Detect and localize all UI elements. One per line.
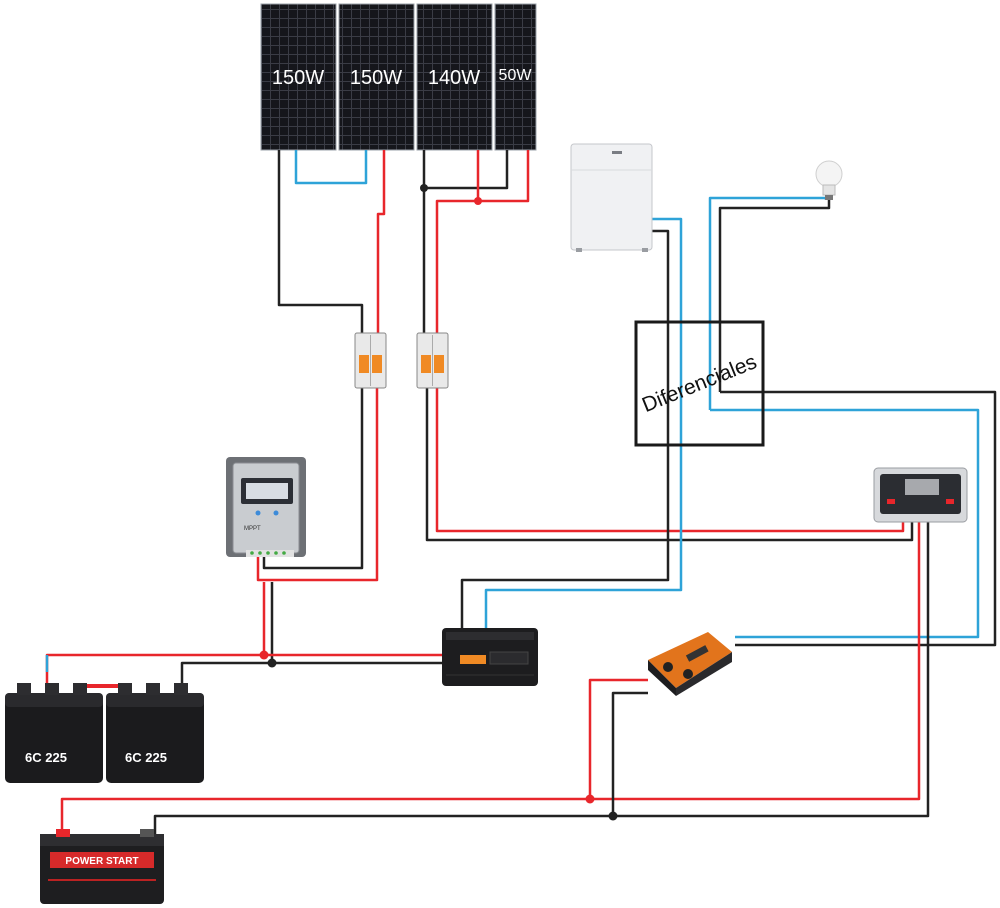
starter-battery: POWER START: [40, 829, 164, 904]
starter-battery-label: POWER START: [65, 856, 138, 867]
panel-4-label: 50W: [499, 67, 533, 84]
differentials-box: Diferenciales: [634, 320, 765, 447]
fridge-live-wire: [652, 217, 683, 322]
starter-to-inverter2-negative: [611, 691, 648, 816]
junction-battery-negative: [267, 658, 277, 668]
panel-3-4-positive-down: [435, 199, 478, 335]
battery-bank-2: 6C 225: [106, 683, 204, 783]
panel-1-2-series-wire: [294, 150, 368, 185]
junction-panel-negative: [420, 184, 428, 192]
battery-1-label: 6C 225: [25, 750, 67, 765]
pwm-to-starter-positive: [60, 522, 921, 835]
mppt-to-battery-negative: [180, 582, 274, 690]
fridge-neutral-wire: [652, 229, 670, 322]
differentials-label: Diferenciales: [639, 350, 760, 417]
starter-to-inverter2-positive: [588, 678, 648, 799]
solar-panel-2: 150W: [338, 3, 415, 151]
panel-1-label: 150W: [272, 67, 324, 89]
panel-3-label: 140W: [428, 67, 480, 89]
junction-starter-negative: [608, 811, 618, 821]
solar-panel-4: 50W: [494, 3, 537, 151]
dc-breaker-2: [416, 332, 449, 389]
panel-3-negative-wire: [422, 150, 509, 190]
inverter1-ac-neutral: [460, 322, 670, 628]
panel-2-positive-wire: [376, 150, 386, 335]
breaker2-to-pwm-negative: [425, 388, 914, 542]
dc-breaker-1: [354, 332, 387, 389]
diff-to-inverter2-live: [710, 408, 980, 639]
mppt-to-battery-positive: [45, 582, 266, 685]
breaker1-to-mppt-positive: [256, 388, 379, 582]
diff-to-inverter2-neutral: [720, 390, 997, 647]
breaker2-to-pwm-positive: [435, 388, 905, 533]
fridge: [570, 143, 653, 252]
battery-bank-1: 6C 225: [5, 683, 103, 783]
solar-panel-3: 140W: [416, 3, 493, 151]
junction-panel-positive: [474, 197, 482, 205]
pwm-charge-controller: [873, 467, 968, 523]
battery-2-label: 6C 225: [125, 750, 167, 765]
solar-panel-1: 150W: [260, 3, 337, 151]
panel-1-negative-wire: [277, 150, 364, 335]
wires: [45, 150, 997, 835]
junction-starter-positive: [585, 794, 595, 804]
wire-junctions: [259, 184, 618, 821]
bulb-neutral-wire: [718, 200, 831, 392]
inverter-1: [442, 628, 538, 686]
panel-3-4-positive-bus: [476, 150, 530, 203]
panel-2-label: 150W: [350, 67, 402, 89]
mppt-label: MPPT: [244, 526, 261, 532]
light-bulb-icon: [815, 160, 843, 200]
junction-battery-positive: [259, 650, 269, 660]
inverter-2: [648, 632, 732, 696]
inverter1-ac-live: [484, 322, 683, 628]
breaker1-to-mppt-negative: [262, 388, 364, 570]
mppt-controller: MPPT: [226, 457, 306, 557]
pwm-to-starter-negative: [153, 522, 930, 835]
